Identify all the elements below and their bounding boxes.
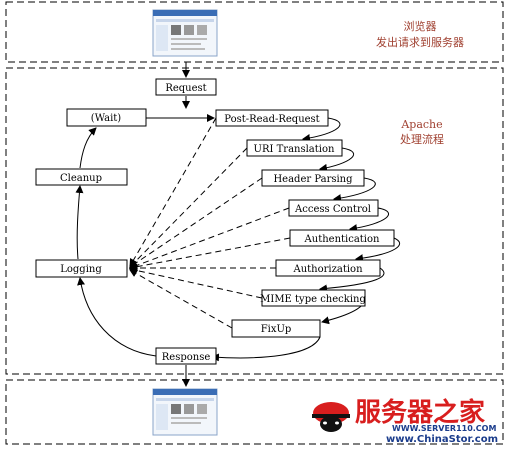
node-cleanup-label: Cleanup xyxy=(60,173,102,184)
node-post-read-request-label: Post-Read-Request xyxy=(224,114,319,125)
browser-label-line2: 发出请求到服务器 xyxy=(376,35,464,49)
node-request-label: Request xyxy=(165,83,206,94)
watermark-url1: WWW.SERVER110.COM xyxy=(392,424,496,433)
node-cleanup: Cleanup xyxy=(35,168,128,186)
node-mime-type-checking: MIME type checking xyxy=(260,289,366,307)
node-header-parsing-label: Header Parsing xyxy=(273,174,353,185)
dashed-arrow-authentication xyxy=(129,237,291,271)
arrow-authentication-to-authorization xyxy=(355,237,400,263)
apache-label-line1: Apache xyxy=(400,118,442,131)
arrow-logging-to-cleanup xyxy=(75,185,84,260)
node-uri-translation-label: URI Translation xyxy=(254,144,335,155)
watermark-logo: 服务器之家 WWW.SERVER110.COM www.ChinaStor.co… xyxy=(312,397,498,445)
arrow-cleanup-to-wait xyxy=(79,127,97,169)
node-post-read-request: Post-Read-Request xyxy=(215,109,329,127)
arrow-uri-to-header xyxy=(319,147,355,172)
arrow-authorization-to-mime xyxy=(319,267,385,293)
arrow-access-to-authentication xyxy=(349,207,390,232)
dashed-arrow-header xyxy=(129,177,263,268)
node-logging-label: Logging xyxy=(60,264,102,275)
node-uri-translation: URI Translation xyxy=(246,139,343,157)
node-response: Response xyxy=(155,347,217,365)
browser-section-frame xyxy=(5,1,504,63)
node-fixup: FixUp xyxy=(231,319,321,338)
arrow-postread-to-uri xyxy=(302,117,341,142)
arrow-response-to-logging xyxy=(77,277,157,357)
browser-label-line1: 浏览器 xyxy=(404,19,437,33)
arrow-header-to-access xyxy=(333,177,376,203)
bottom-section-frame xyxy=(5,379,504,445)
node-access-control-label: Access Control xyxy=(294,204,371,215)
node-wait-label: (Wait) xyxy=(91,113,121,124)
curved-phase-arrows xyxy=(75,117,400,362)
node-wait: (Wait) xyxy=(66,108,147,127)
dashed-arrow-mime xyxy=(129,266,263,299)
node-fixup-label: FixUp xyxy=(261,324,292,335)
arrow-fixup-to-response xyxy=(211,336,321,362)
watermark-hat-icon xyxy=(313,402,349,424)
node-authorization: Authorization xyxy=(275,259,381,277)
node-logging: Logging xyxy=(35,259,128,278)
dashed-arrow-postread xyxy=(129,117,217,267)
watermark-url2: www.ChinaStor.com xyxy=(386,434,498,445)
node-authentication: Authentication xyxy=(289,229,395,247)
node-request: Request xyxy=(155,78,217,96)
node-response-label: Response xyxy=(162,352,211,363)
node-access-control: Access Control xyxy=(288,199,379,217)
apache-label-line2: 处理流程 xyxy=(400,132,444,146)
node-authorization-label: Authorization xyxy=(292,264,363,275)
browser-screenshot-icon xyxy=(152,9,218,57)
dashed-arrows-to-logging xyxy=(129,117,291,329)
node-header-parsing: Header Parsing xyxy=(261,169,365,187)
apache-section-frame xyxy=(5,67,504,375)
dashed-arrow-access xyxy=(129,207,290,270)
browser-screenshot-icon-bottom xyxy=(152,388,218,436)
node-mime-type-checking-label: MIME type checking xyxy=(260,294,366,305)
dashed-arrow-fixup xyxy=(129,269,233,329)
watermark-brand: 服务器之家 xyxy=(355,397,485,428)
dashed-arrow-uri xyxy=(129,147,248,268)
node-authentication-label: Authentication xyxy=(304,234,380,245)
